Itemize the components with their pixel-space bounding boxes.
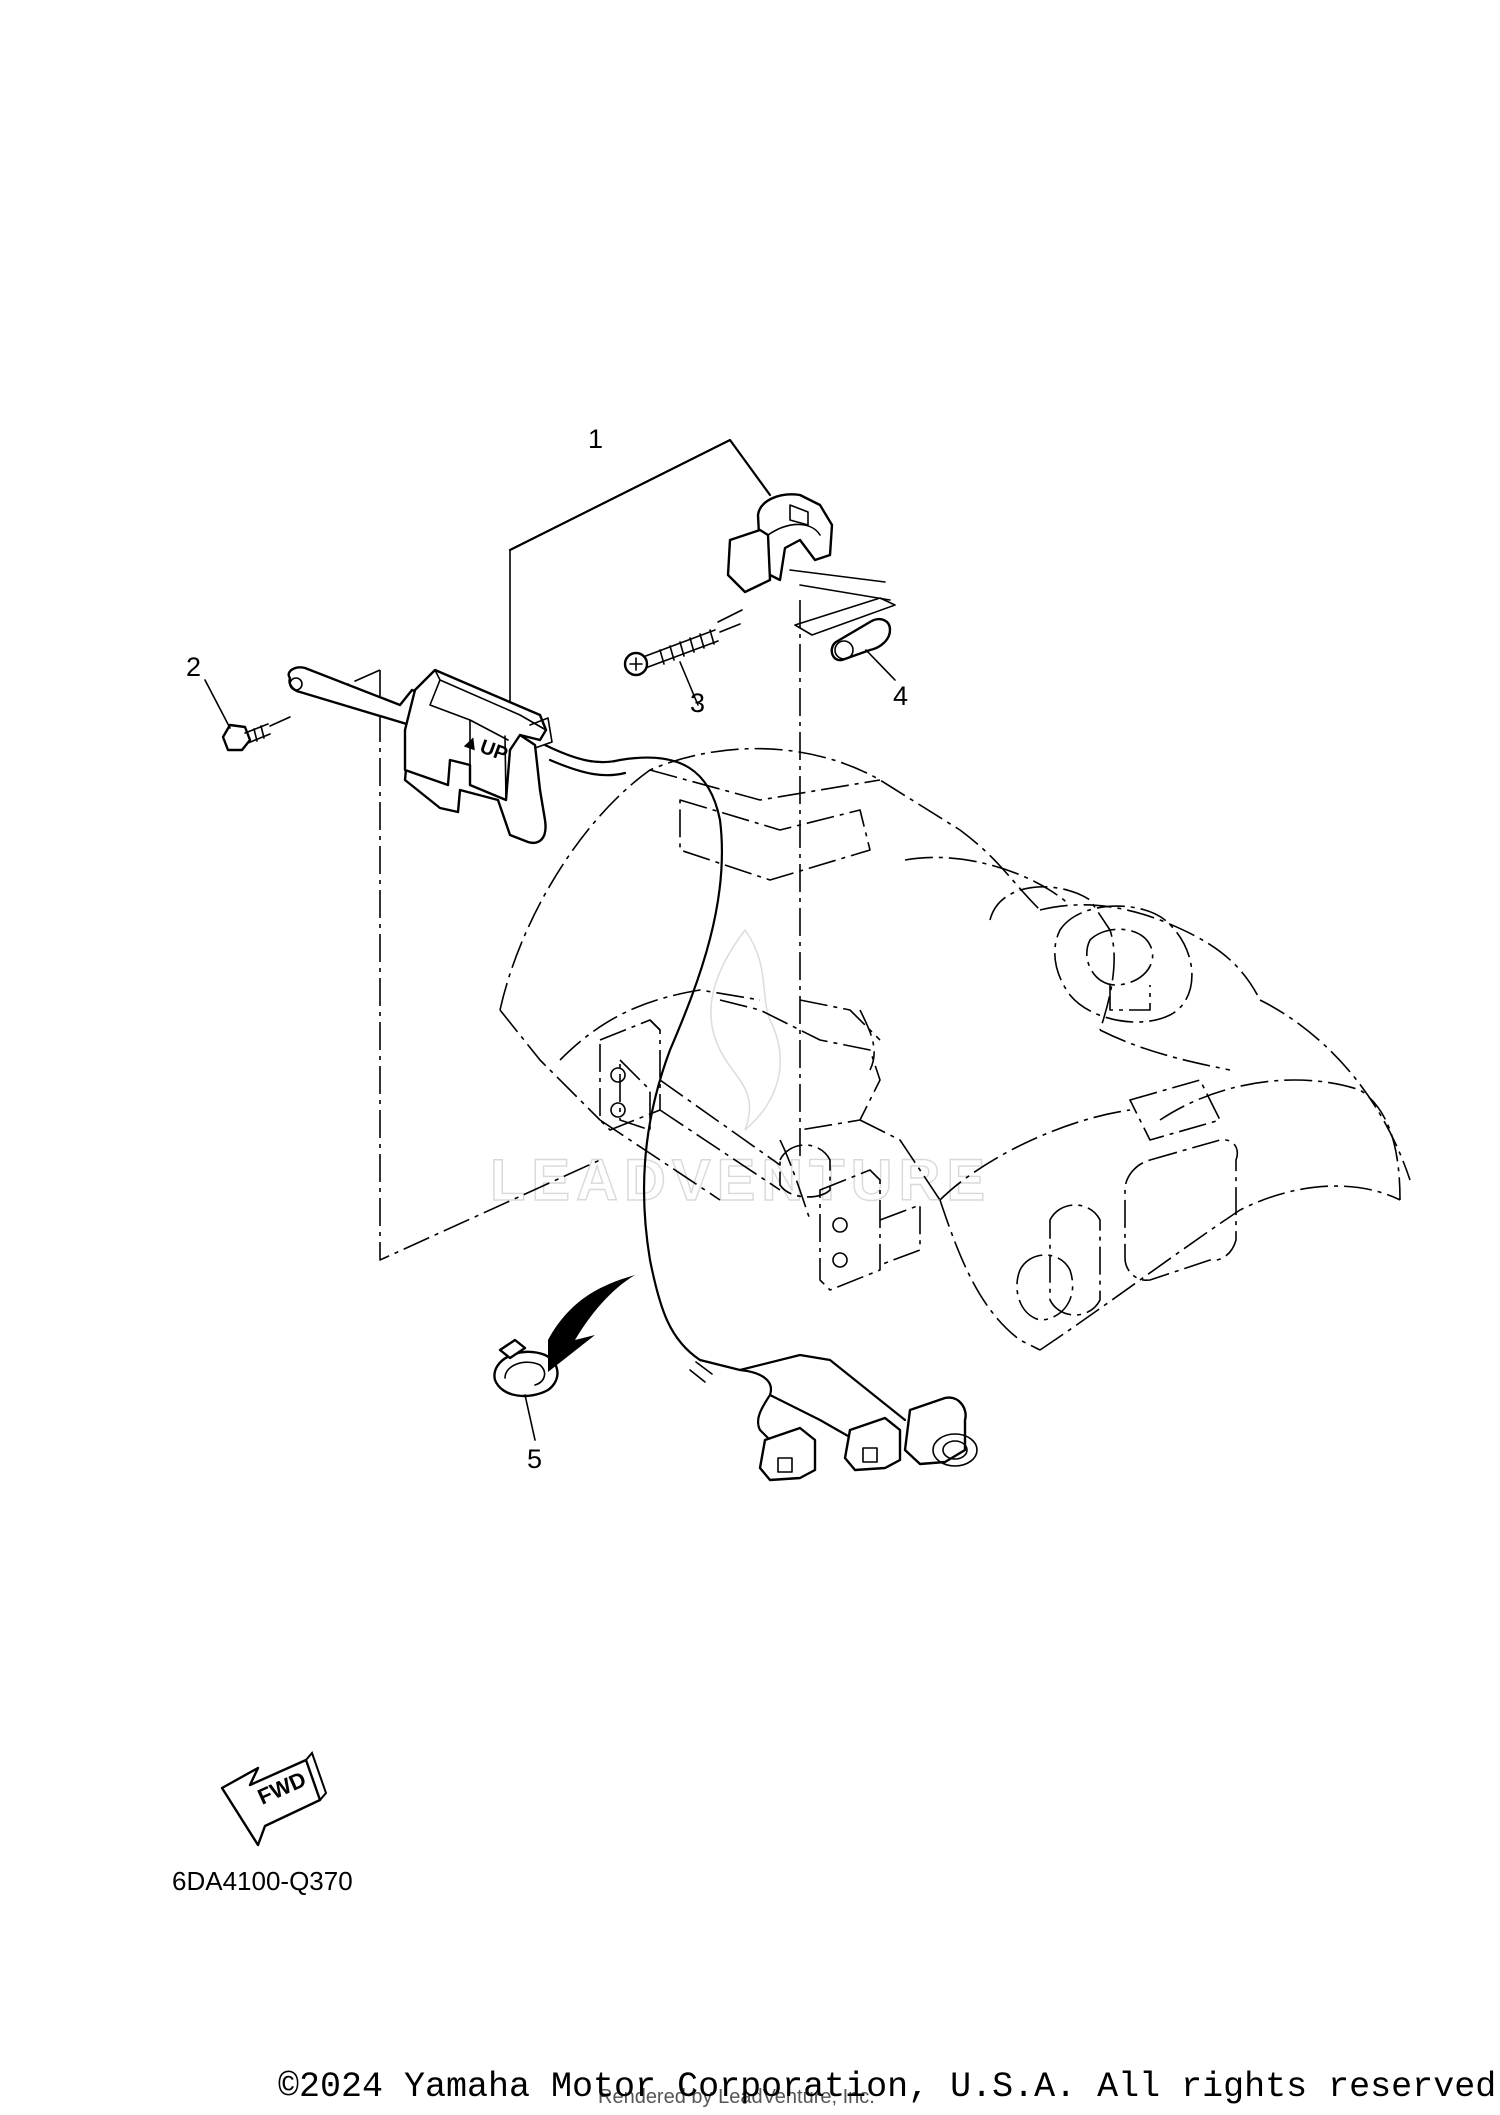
sensor-harness [543, 743, 724, 1362]
tilt-tube [659, 1079, 831, 1198]
watermark: LEADVENTURE [489, 928, 991, 1214]
watermark-flame-icon [710, 928, 781, 1131]
callout-2: 2 [186, 652, 201, 682]
part-2-bolt [204, 679, 291, 752]
part-3-screw [623, 623, 741, 706]
callout-4: 4 [893, 681, 908, 711]
callout-1: 1 [588, 424, 603, 454]
connector-1 [758, 1426, 817, 1482]
diagram-code: 6DA4100-Q370 [172, 1866, 353, 1896]
clamp-arrow [548, 1275, 635, 1372]
mount-block-right [819, 1169, 921, 1291]
outboard-bracket-phantom [499, 747, 1411, 1351]
callout-5: 5 [527, 1444, 542, 1474]
callout-1-leader [508, 438, 772, 552]
part-1-magnet-holder [726, 493, 891, 601]
fwd-arrow-icon: FWD [220, 1751, 328, 1847]
assembly-leaders [334, 438, 801, 1261]
harness-connectors [689, 1353, 978, 1482]
connector-3 [903, 1396, 967, 1466]
watermark-text: LEADVENTURE [490, 1148, 991, 1213]
callout-3: 3 [690, 688, 705, 718]
part-5-cable-clamp [493, 1275, 635, 1441]
copyright-notice: ©2024 Yamaha Motor Corporation, U.S.A. A… [278, 2067, 1500, 2107]
rendered-by-note: Rendered by LeadVenture, Inc. [598, 2086, 875, 2108]
connector-2 [843, 1416, 902, 1472]
part-4-magnet [794, 597, 896, 681]
part-1-trim-sensor: ▲UP [287, 666, 724, 1362]
